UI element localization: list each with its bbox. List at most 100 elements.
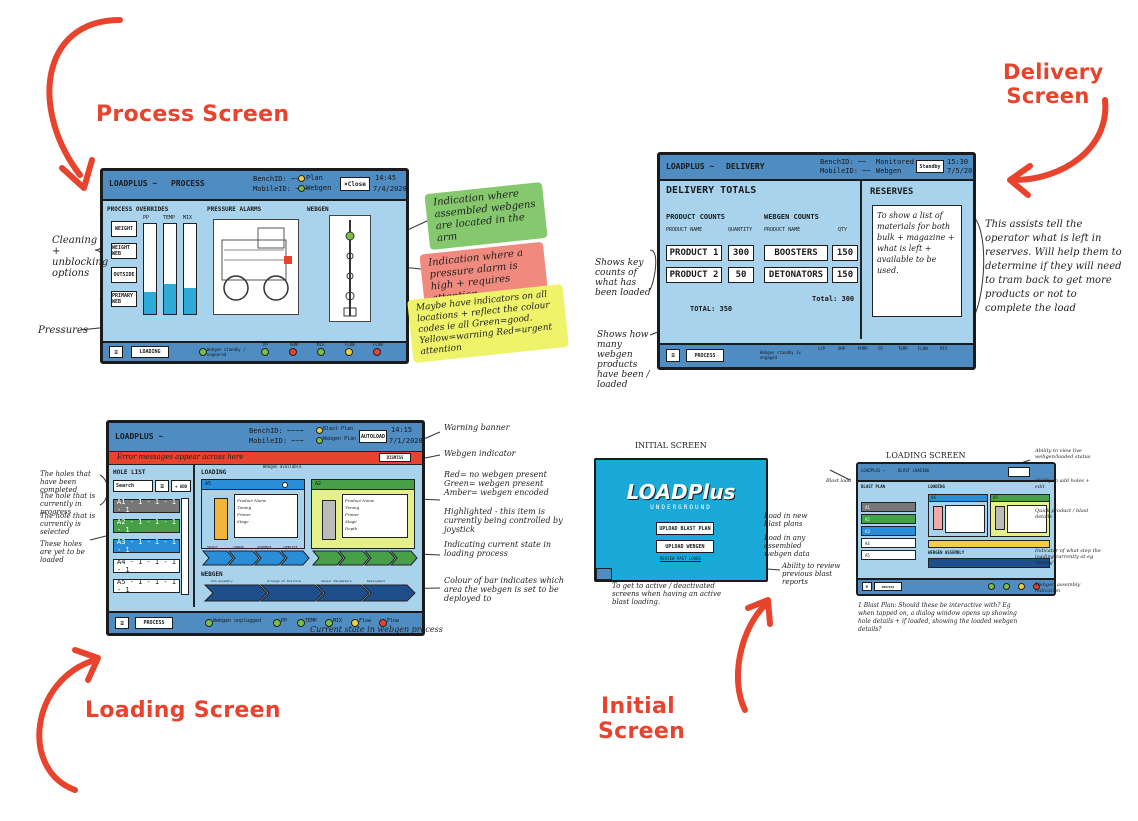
- card-a5-charge-bar: [214, 498, 228, 540]
- small-app-name: LOADPLUS ~: [861, 468, 886, 473]
- small-card-a4-details: [945, 505, 985, 533]
- review-past-loads-link[interactable]: REVIEW PAST LOADS: [660, 556, 701, 561]
- small-loading-title: LOADING: [928, 484, 945, 489]
- override-outside-button[interactable]: OUTSIDE: [111, 267, 137, 283]
- small-loading-header: LOADPLUS ~ BLAST LOADING: [858, 464, 1054, 482]
- small-note-details: Quick product / blast details: [1035, 508, 1089, 520]
- hole-row-a3[interactable]: A3 - 1 - 1 - 1 - 1: [113, 538, 180, 554]
- autoload-button[interactable]: AUTOLOAD: [359, 430, 387, 443]
- delivery-monitored: Monitored: [876, 158, 914, 166]
- small-hole-a4[interactable]: A4: [861, 538, 916, 548]
- loading-header: LOADPLUS ~ BenchID: ~~~~ MobileID: ~~~ B…: [109, 423, 422, 451]
- hole-search-input[interactable]: Search: [113, 480, 153, 492]
- process-footer: ≡ LOADING Webgen standby / ungeared PP T…: [103, 341, 406, 361]
- loading-divider: [193, 465, 195, 607]
- delivery-standby-status: Webgen standby 1x engaged: [760, 350, 801, 360]
- loading-status-temp: TEMP: [305, 618, 318, 624]
- menu-icon[interactable]: ≡: [109, 346, 123, 358]
- small-hole-a3[interactable]: A3: [861, 526, 916, 536]
- small-dot-1: [988, 583, 995, 590]
- status-pp-dot: [261, 348, 269, 356]
- card-a2-details: Product Name Timing Primer Stage Depth: [342, 494, 408, 538]
- delivery-mobile-id: MobileID: ~~: [820, 167, 871, 175]
- hole-row-a2[interactable]: A2 - 1 - 1 - 1 - 1: [113, 518, 180, 534]
- hole-row-a4[interactable]: A4 - 1 - 1 - 1 - 1: [113, 558, 180, 574]
- delivery-process-button[interactable]: PROCESS: [686, 349, 724, 362]
- hole-list-scrollbar[interactable]: [181, 498, 189, 595]
- small-note-blast-load: Blast load: [826, 478, 852, 484]
- process-close-button[interactable]: × Close: [340, 177, 370, 191]
- loading-blast-plan: Blast Plan: [323, 426, 354, 432]
- small-card-a5-body[interactable]: [990, 501, 1050, 537]
- process-app-name: LOADPLUS ~: [109, 179, 158, 188]
- webgen-standby-status: Webgen standby / ungeared: [207, 347, 246, 357]
- loading-process-button[interactable]: PROCESS: [135, 617, 173, 629]
- initial-menu-icon[interactable]: [596, 568, 612, 580]
- stage-complete: COMPLETE: [283, 545, 298, 549]
- hole-row-a1[interactable]: A1 - 1 - 1 - 1 - 1: [113, 498, 180, 514]
- card-a2-charge-bar: [322, 500, 336, 540]
- small-hole-a5[interactable]: A5: [861, 550, 916, 560]
- initial-heading: INITIAL SCREEN: [635, 441, 707, 450]
- initial-screen-label: Initial Screen: [598, 694, 685, 744]
- delivery-label-line2: Screen: [1006, 84, 1090, 108]
- add-hole-button[interactable]: + ADD: [171, 480, 191, 492]
- small-loading-screen: LOADPLUS ~ BLAST LOADING BLAST PLAN LOAD…: [856, 462, 1056, 596]
- small-card-a4-body[interactable]: [928, 501, 988, 537]
- loading-bench-id: BenchID: ~~~~: [249, 427, 304, 435]
- loading-title: LOADING: [201, 469, 227, 476]
- loading-flow2-dot: [379, 619, 387, 627]
- loading-note-in-progress: The hole that is currently in progress: [40, 492, 96, 516]
- small-dot-4: [1033, 583, 1040, 590]
- loading-footer: ≡ PROCESS Webgen unplugged PP TEMP MIX F…: [109, 611, 422, 633]
- small-process-button[interactable]: PROCESS: [874, 582, 902, 591]
- status-lcp: LCP: [818, 346, 826, 351]
- loading-note-bar-colour: Colour of bar indicates which area the w…: [444, 576, 564, 603]
- webgen-arm-diagram: [329, 215, 371, 322]
- card-a2-body[interactable]: Product Name Timing Primer Stage Depth: [311, 489, 415, 549]
- loading-button[interactable]: LOADING: [131, 346, 169, 358]
- loading-note-highlighted: Highlighted - this item is currently bei…: [444, 507, 563, 534]
- loading-menu-icon[interactable]: ≡: [115, 617, 129, 629]
- delivery-menu-icon[interactable]: ≡: [666, 349, 680, 362]
- process-date: 7/4/2020: [373, 185, 407, 193]
- loading-note-selected: The hole that is currently is selected: [40, 512, 96, 536]
- loading-mix-dot: [325, 619, 333, 627]
- override-primary-web-button[interactable]: PRIMARY WEB: [111, 291, 137, 307]
- status-cp: CP: [878, 346, 883, 351]
- status-pp: PP: [263, 342, 268, 347]
- webgen-detonators-qty: 150: [832, 267, 858, 283]
- stage-charge: CHARGE: [233, 545, 244, 549]
- loading-screen-label: Loading Screen: [85, 698, 281, 723]
- status-webgen-dot: [199, 348, 207, 356]
- product-counts-title: PRODUCT COUNTS: [666, 213, 726, 221]
- hole-row-a5[interactable]: A5 - 1 - 1 - 1 - 1: [113, 578, 180, 594]
- upload-blast-plan-button[interactable]: UPLOAD BLAST PLAN: [656, 522, 714, 535]
- override-weight-web-button[interactable]: WEIGHT WEB: [111, 243, 137, 259]
- webgen-stage-arrange: Arrange At Position: [267, 579, 302, 583]
- small-card-a4-bar: [933, 506, 943, 530]
- card-a5-details: Product Name Timing Primer Stage: [234, 494, 298, 538]
- small-hole-a2[interactable]: A2: [861, 514, 916, 524]
- card-a5-body[interactable]: Product Name Timing Primer Stage: [201, 489, 305, 549]
- loading-date: 7/1/2020: [389, 437, 423, 445]
- small-card-a5-bar: [995, 506, 1005, 530]
- process-arrow: [46, 17, 123, 178]
- override-weight-button[interactable]: WEIGHT: [111, 221, 137, 237]
- process-screen-label: Process Screen: [96, 102, 290, 127]
- webgen-detonators-name: DETONATORS: [764, 267, 828, 283]
- small-menu-icon[interactable]: ≡: [862, 582, 872, 591]
- small-dot-2: [1003, 583, 1010, 590]
- webgen-total: Total: 300: [812, 295, 855, 303]
- dismiss-button[interactable]: DISMISS: [379, 453, 411, 462]
- delivery-standby-button[interactable]: Standby: [916, 160, 944, 173]
- initial-label-line1: Initial: [601, 694, 675, 719]
- loading-status-pp: PP: [281, 618, 288, 624]
- upload-webgen-button[interactable]: UPLOAD WEBGEN: [656, 540, 714, 553]
- loading-app-name: LOADPLUS ~: [115, 432, 164, 441]
- small-autoload-button[interactable]: [1008, 467, 1030, 477]
- small-hole-a1[interactable]: A1: [861, 502, 916, 512]
- status-flow-1: FLOW: [345, 342, 355, 347]
- loading-note-webgen-state: Current state in webgen process: [310, 625, 443, 634]
- filter-icon[interactable]: ≡: [155, 480, 169, 492]
